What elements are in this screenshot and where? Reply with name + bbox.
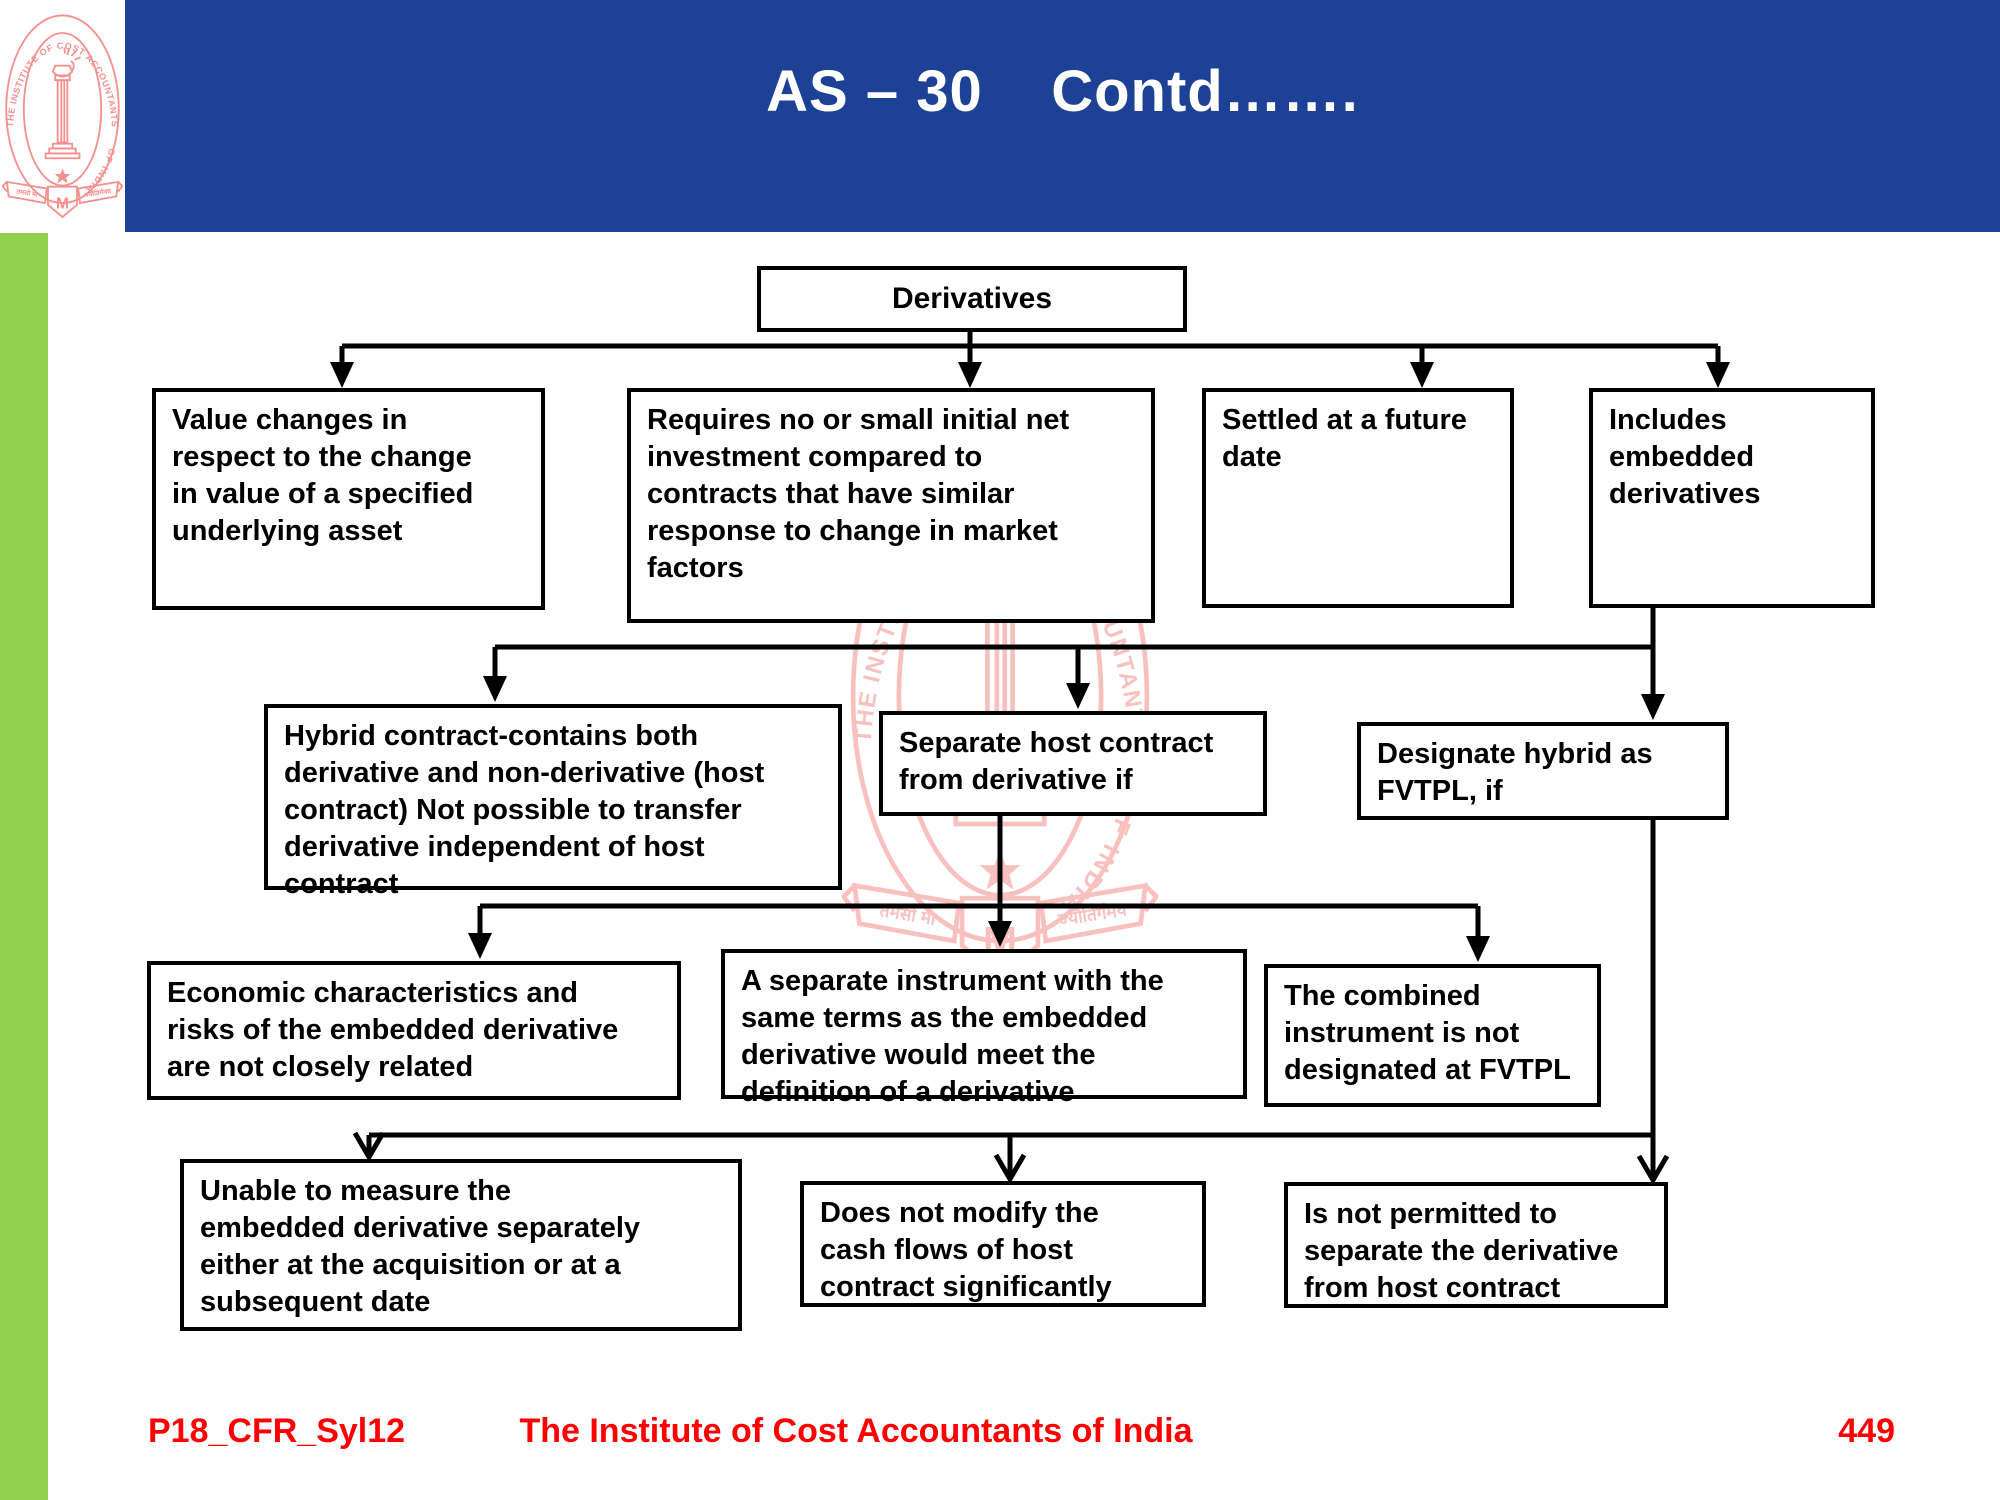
node-value-changes: Value changes in respect to the change i… <box>152 388 545 610</box>
svg-text:THE INSTITUTE OF COST ACCOUNTA: THE INSTITUTE OF COST ACCOUNTANTS <box>5 41 120 128</box>
node-combined-instrument: The combined instrument is not designate… <box>1264 964 1601 1107</box>
node-derivatives: Derivatives <box>757 266 1187 332</box>
logo-motto-left: तमसो मा <box>15 186 39 198</box>
node-designate-hybrid-fvtpl: Designate hybrid as FVTPL, if <box>1357 722 1729 820</box>
logo-ring-text: THE INSTITUTE OF COST ACCOUNTANTS <box>5 41 119 128</box>
institute-logo: THE INSTITUTE OF COST ACCOUNTANTS OF IND… <box>0 0 125 233</box>
node-economic-characteristics: Economic characteristics and risks of th… <box>147 961 681 1100</box>
node-includes-embedded-derivatives: Includes embedded derivatives <box>1589 388 1875 608</box>
star-icon <box>54 168 71 184</box>
institute-logo-emblem: THE INSTITUTE OF COST ACCOUNTANTS OF IND… <box>2 14 123 219</box>
logo-monogram: M <box>56 195 69 212</box>
node-unable-to-measure: Unable to measure the embedded derivativ… <box>180 1159 742 1331</box>
node-requires-no-investment: Requires no or small initial net investm… <box>627 388 1155 623</box>
node-separate-host-contract: Separate host contract from derivative i… <box>879 711 1267 816</box>
ribbon-banner: M तमसो मा ज्योतिर्गमय <box>2 180 123 219</box>
header-band <box>125 0 2000 232</box>
pillar-lamp-icon <box>44 47 81 160</box>
green-stripe <box>0 233 48 1500</box>
node-does-not-modify-cashflows: Does not modify the cash flows of host c… <box>800 1181 1206 1307</box>
node-settled-future-date: Settled at a future date <box>1202 388 1514 608</box>
svg-text:OF INDIA: OF INDIA <box>83 147 117 195</box>
logo-ring-text-bottom: OF INDIA <box>83 147 116 195</box>
node-separate-instrument: A separate instrument with the same term… <box>721 949 1247 1108</box>
footer-page-number: 449 <box>1838 1412 1895 1450</box>
footer-course-code: P18_CFR_Syl12 <box>148 1412 406 1450</box>
slide-title: AS – 30 Contd……. <box>766 59 1359 124</box>
node-hybrid-contract: Hybrid contract-contains both derivative… <box>264 704 842 900</box>
node-not-permitted-to-separate: Is not permitted to separate the derivat… <box>1284 1182 1668 1308</box>
footer-institute-name: The Institute of Cost Accountants of Ind… <box>519 1412 1193 1450</box>
